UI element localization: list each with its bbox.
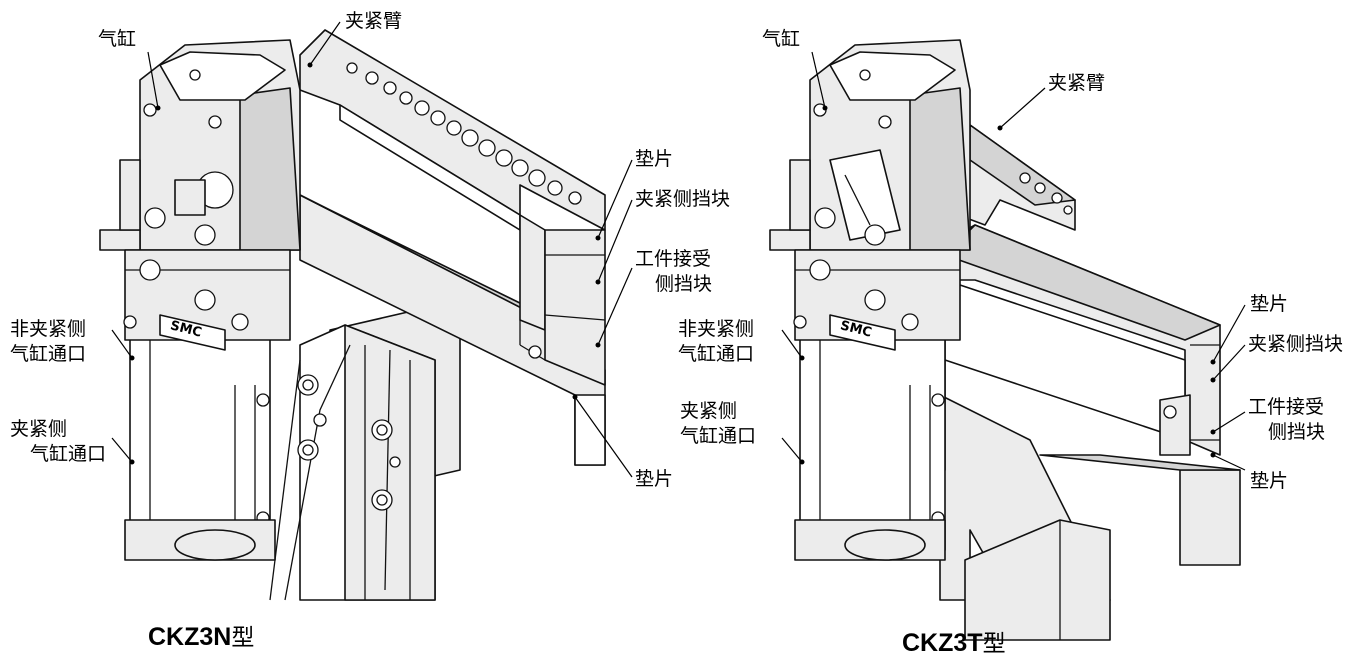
ckz3n-label-clamp-arm: 夹紧臂 — [345, 10, 403, 32]
ckz3n-cylinder-body — [124, 304, 276, 561]
ckz3n-label-unclamp-port-1: 非夹紧侧 — [10, 318, 87, 340]
ckz3t-leader-lines — [781, 51, 1246, 471]
ckz3n-clamp-assembly — [99, 29, 606, 601]
ckz3n-label-clamp-side-stopper: 夹紧侧挡块 — [635, 188, 731, 210]
ckz3n-label-cylinder: 气缸 — [98, 28, 137, 50]
ckz3t-label-unclamp-port-1: 非夹紧侧 — [678, 318, 755, 340]
ckz3t-base-block — [939, 394, 1241, 641]
ckz3n-label-unclamp-port-2: 气缸通口 — [10, 343, 87, 365]
ckz3n-cylinder-head — [99, 39, 301, 351]
ckz3n-caption: CKZ3N型 — [148, 618, 254, 652]
ckz3n-label-work-stopper-2: 侧挡块 — [655, 273, 713, 295]
ckz3n-clamp-arm — [299, 29, 606, 386]
ckz3n-label-shim-top: 垫片 — [635, 148, 674, 170]
ckz3t-caption: CKZ3T型 — [902, 624, 1006, 658]
ckz3t-label-shim-bottom: 垫片 — [1250, 470, 1289, 492]
ckz3t-label-work-stopper-1: 工件接受 — [1248, 396, 1325, 418]
ckz3n-label-shim-bottom: 垫片 — [635, 468, 674, 490]
ckz3t-label-clamp-port-1: 夹紧侧 — [680, 400, 738, 422]
ckz3n-leader-lines — [111, 21, 633, 478]
ckz3n-label-clamp-port-2: 气缸通口 — [30, 443, 107, 465]
ckz3t-label-shim-top: 垫片 — [1250, 293, 1289, 315]
ckz3t-label-unclamp-port-2: 气缸通口 — [678, 343, 755, 365]
ckz3t-label-clamp-arm: 夹紧臂 — [1048, 72, 1106, 94]
ckz3n-caption-suffix: 型 — [231, 625, 255, 651]
ckz3t-caption-model: CKZ3T — [902, 629, 983, 657]
ckz3n-caption-model: CKZ3N — [148, 623, 232, 651]
ckz3n-label-clamp-port-1: 夹紧侧 — [10, 418, 68, 440]
ckz3t-label-clamp-side-stopper: 夹紧侧挡块 — [1248, 333, 1344, 355]
ckz3t-cylinder-body — [794, 304, 946, 561]
ckz3t-caption-suffix: 型 — [982, 631, 1006, 657]
ckz3t-label-clamp-port-2: 气缸通口 — [680, 425, 757, 447]
ckz3t-label-cylinder: 气缸 — [762, 28, 801, 50]
ckz3n-label-work-stopper-1: 工件接受 — [635, 248, 712, 270]
ckz3t-label-work-stopper-2: 侧挡块 — [1268, 421, 1326, 443]
ckz3t-cylinder-head — [769, 39, 971, 351]
ckz3n-mounting-pedestal — [269, 299, 461, 601]
ckz3t-clamp-assembly — [769, 39, 1241, 641]
